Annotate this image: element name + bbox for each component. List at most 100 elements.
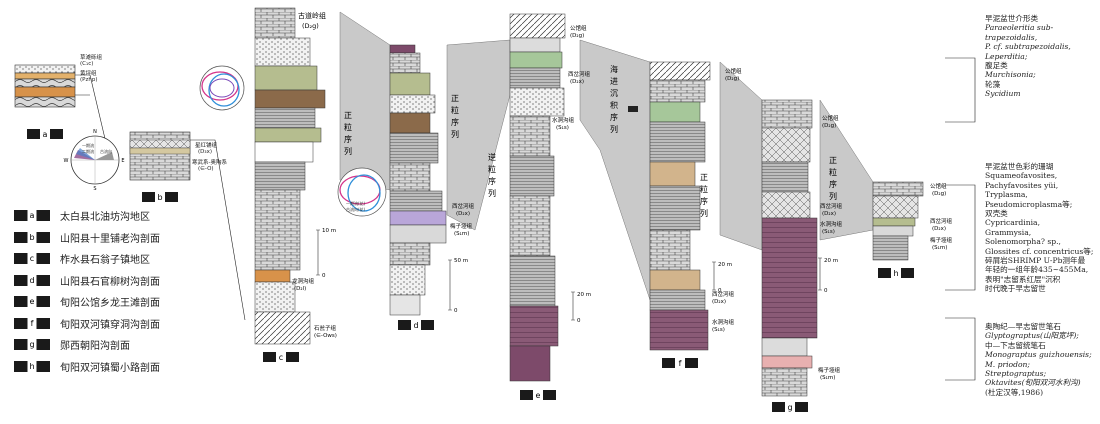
column-e — [509, 13, 566, 382]
column-b: 星红铺组 (D₃x) 寒武系-奥陶系 (∈-O) — [129, 131, 246, 321]
formation-d-top-code: (D₂x) — [456, 211, 470, 217]
formation-e-low: 水洞沟组 — [552, 116, 575, 124]
formation-c-top-code: (D₂g) — [302, 22, 319, 30]
rose-diagram-c-mid: 一期流(花) 古流向(花) — [337, 167, 387, 217]
svg-text:沉: 沉 — [610, 89, 618, 98]
svg-text:逆: 逆 — [488, 152, 496, 162]
column-g-labels: 正 粒 序 列 公馆组 (D₂g) 西岔河组 (D₂x) 水洞沟组 (S₁s) … — [818, 114, 843, 381]
formation-g-low: 水洞沟组 — [820, 220, 843, 228]
legend-key: g — [14, 339, 50, 351]
legend-text: 柞水县石翁子镇地区 — [60, 255, 150, 267]
legend-key: a — [14, 210, 50, 222]
formation-c-bot-code: (∈-Ows) — [314, 333, 337, 339]
svg-text:积: 积 — [610, 100, 618, 110]
formation-h-bot: 梅子垭组 — [930, 236, 953, 244]
fossil-note-mid: 早泥盆世色彩的珊瑚 Squameofavosites, Pachyfavosit… — [985, 162, 1094, 294]
rose-diagram-c-top — [199, 65, 245, 111]
column-label-a: a — [27, 129, 63, 139]
formation-e-low-code: (S₁s) — [556, 125, 569, 131]
svg-text:进: 进 — [610, 77, 618, 86]
formation-h-mid: 西岔河组 — [930, 217, 953, 225]
formation-e-top-code: (D₂g) — [570, 33, 584, 39]
legend-text: 郧西朝阳沟剖面 — [60, 341, 130, 353]
svg-text:序: 序 — [451, 117, 459, 127]
formation-a-bot-code: (Pzhp) — [80, 77, 97, 83]
svg-text:一期流(花): 一期流(花) — [346, 200, 366, 206]
column-label-e: e — [520, 390, 556, 400]
svg-text:W: W — [64, 158, 69, 164]
legend-row: g 郧西朝阳沟剖面 — [14, 334, 229, 356]
formation-e-mid-code: (D₂x) — [570, 79, 584, 85]
formation-g-mid: 西岔河组 — [820, 202, 843, 210]
column-label-g: g — [772, 402, 808, 412]
formation-a-bot: 黄坪组 — [80, 69, 97, 77]
svg-text:古流向(花): 古流向(花) — [346, 206, 366, 212]
svg-text:海: 海 — [610, 64, 618, 74]
legend-text: 山阳县十里铺老沟剖面 — [60, 233, 160, 245]
formation-d-top: 西岔河组 — [452, 202, 475, 210]
svg-text:序: 序 — [344, 134, 352, 144]
svg-text:N: N — [93, 129, 97, 135]
svg-text:b: b — [157, 193, 162, 202]
formation-d-bot: 梅子垭组 — [450, 222, 473, 230]
formation-g-low-code: (S₁s) — [822, 229, 835, 235]
formation-h-mid-code: (D₂x) — [932, 226, 946, 232]
svg-text:h: h — [893, 269, 898, 278]
column-h-labels: 公馆组 (D₂g) 西岔河组 (D₂x) 梅子垭组 (S₁m) — [930, 182, 953, 251]
legend-key: d — [14, 274, 50, 286]
column-label-b: b — [142, 192, 178, 202]
column-label-c: c — [263, 352, 299, 362]
formation-e-mid: 西岔河组 — [568, 70, 591, 78]
formation-g-mid-code: (D₂x) — [822, 211, 836, 217]
column-f-labels: 正 粒 序 列 公馆组 (D₂g) 西岔河组 (D₂x) 水洞沟组 (S₁s) … — [700, 67, 742, 333]
svg-text:0: 0 — [454, 308, 458, 314]
svg-text:c: c — [279, 353, 283, 362]
svg-text:a: a — [43, 130, 48, 139]
formation-h-top: 公馆组 — [930, 182, 947, 190]
svg-text:0: 0 — [577, 318, 581, 324]
svg-text:列: 列 — [700, 208, 708, 218]
column-label-d: d — [398, 320, 434, 330]
formation-f-top-code: (D₂g) — [725, 76, 739, 82]
svg-text:0: 0 — [824, 288, 828, 294]
svg-text:e: e — [536, 391, 541, 400]
formation-f-mid: 西岔河组 — [712, 290, 735, 298]
column-label-f: f — [662, 358, 698, 368]
svg-text:序: 序 — [829, 179, 837, 189]
svg-text:S: S — [93, 186, 96, 192]
svg-text:0: 0 — [322, 273, 326, 279]
formation-h-top-code: (D₂g) — [932, 191, 946, 197]
correlation-bands — [339, 11, 874, 301]
legend-text: 旬阳双河镇穿洞沟剖面 — [60, 319, 160, 331]
column-a: 草滩砾组 (C₁c) 黄坪组 (Pzhp) — [14, 53, 111, 161]
svg-text:列: 列 — [610, 124, 618, 134]
formation-e-top: 公馆组 — [570, 24, 587, 32]
svg-text:一期流: 一期流 — [82, 142, 94, 148]
svg-text:f: f — [679, 359, 682, 368]
column-e-labels: 公馆组 (D₂g) 西岔河组 (D₂x) 水洞沟组 (S₁s) 逆 粒 序 列 … — [488, 24, 591, 324]
fossil-note-top: 早泥盆世介形类 Paraeoleritia sub- trapezoidalis… — [985, 14, 1071, 99]
legend-key: b — [14, 231, 50, 243]
formation-g-top-code: (D₂g) — [822, 123, 836, 129]
column-label-h: h — [878, 268, 914, 278]
transgressive-sequence-label: 海 进 沉 积 序 列 — [610, 64, 638, 134]
svg-text:序: 序 — [488, 176, 496, 186]
formation-h-bot-code: (S₁m) — [932, 245, 947, 251]
legend-key: c — [14, 253, 50, 265]
formation-c-mid-code: (D₂l) — [294, 286, 306, 292]
formation-b-top-code: (D₃x) — [198, 149, 212, 155]
svg-text:50 m: 50 m — [454, 258, 468, 264]
band-d-e — [446, 39, 511, 231]
formation-f-mid-code: (D₂x) — [712, 299, 726, 305]
formation-f-bot-code: (S₁s) — [712, 327, 725, 333]
svg-text:正: 正 — [344, 111, 352, 120]
formation-a-top-code: (C₁c) — [80, 61, 93, 67]
legend-text: 山阳县石官柳树沟剖面 — [60, 276, 160, 288]
band-f-g — [719, 61, 763, 251]
